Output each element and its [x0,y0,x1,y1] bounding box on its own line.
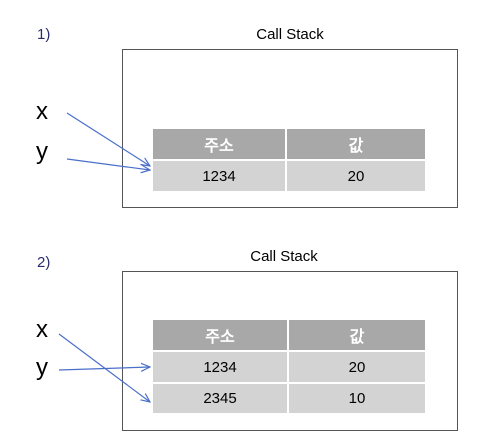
variable-x-1: x [36,98,48,125]
variable-y-1: y [36,138,48,165]
table-header-row: 주소 값 [153,129,425,161]
call-stack-title-1: Call Stack [256,26,324,43]
address-header: 주소 [153,129,287,161]
table-row: 1234 20 [153,351,425,384]
table-row: 2345 10 [153,383,425,415]
call-stack-title-2: Call Stack [250,248,318,265]
memory-table-1: 주소 값 1234 20 [153,129,425,193]
value-cell: 10 [288,383,425,415]
value-header: 값 [288,320,425,352]
variable-x-2: x [36,316,48,343]
address-cell: 1234 [153,160,287,193]
step-label-2: 2) [37,254,51,271]
variable-y-2: y [36,354,48,381]
address-cell: 1234 [153,351,289,384]
address-header: 주소 [153,320,289,352]
memory-table-2: 주소 값 1234 20 2345 10 [153,320,425,415]
table-header-row: 주소 값 [153,320,425,352]
value-cell: 20 [286,160,425,193]
value-header: 값 [286,129,425,161]
table-row: 1234 20 [153,160,425,193]
address-cell: 2345 [153,383,289,415]
step-label-1: 1) [37,26,51,43]
value-cell: 20 [288,351,425,384]
